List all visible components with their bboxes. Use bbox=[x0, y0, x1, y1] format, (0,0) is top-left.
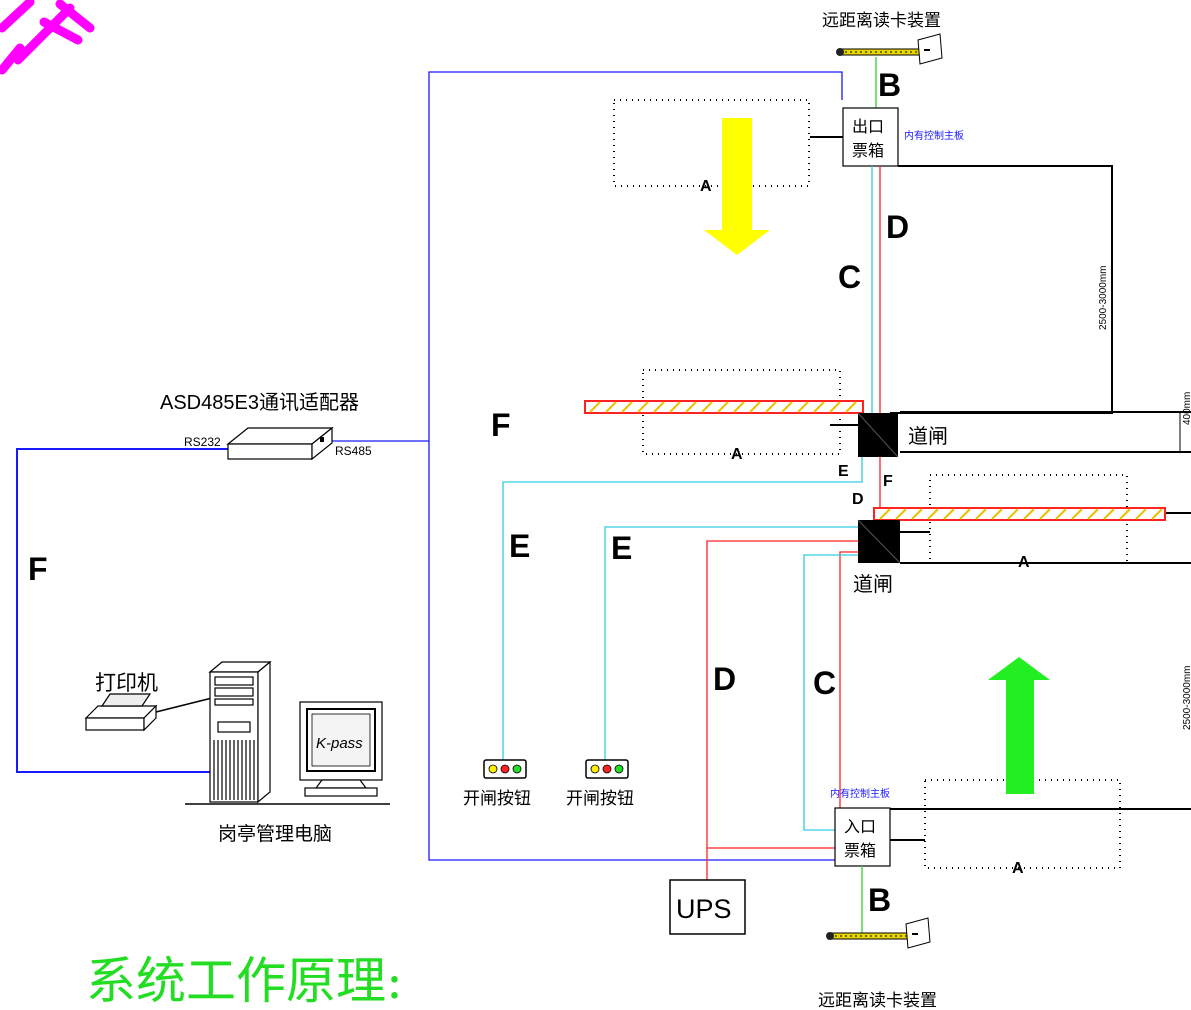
zone-letter-a2: A bbox=[731, 446, 743, 463]
rs232-label: RS232 bbox=[184, 435, 221, 449]
letter-d-small: D bbox=[852, 491, 864, 508]
letter-f-small: F bbox=[883, 473, 893, 490]
gate-button-right-device bbox=[585, 759, 629, 779]
barrier-lower-label: 道闸 bbox=[853, 572, 893, 596]
entry-box-label-2: 票箱 bbox=[844, 841, 876, 860]
barrier-upper-label: 道闸 bbox=[908, 424, 948, 448]
letter-d-lower: D bbox=[713, 661, 736, 697]
pc-tower bbox=[208, 660, 272, 804]
control-board-top-label: 内有控制主板 bbox=[904, 129, 964, 142]
barrier-body-lower bbox=[857, 519, 901, 564]
barrier-arm-upper bbox=[584, 400, 864, 414]
detection-zones bbox=[613, 99, 1128, 869]
monitor-device bbox=[299, 701, 383, 797]
gate-button-left-label: 开闸按钮 bbox=[463, 789, 531, 809]
reader-top bbox=[836, 33, 943, 65]
adapter-device bbox=[226, 426, 334, 461]
letter-f-left: F bbox=[28, 551, 48, 587]
dim-middle-label: 400mm bbox=[1182, 392, 1191, 425]
letter-e-near-barrier: E bbox=[838, 463, 849, 480]
printer-label: 打印机 bbox=[95, 671, 158, 695]
letter-c-lower: C bbox=[813, 665, 836, 701]
letter-e-left: E bbox=[509, 528, 530, 564]
ups-box bbox=[669, 879, 746, 935]
blue-rs485-bus bbox=[332, 71, 843, 861]
control-board-bottom-label: 内有控制主板 bbox=[830, 787, 890, 800]
pc-label: 岗亭管理电脑 bbox=[218, 823, 332, 845]
monitor-brand: K-pass bbox=[316, 735, 363, 752]
letter-d-upper: D bbox=[886, 209, 909, 245]
exit-ticket-box bbox=[842, 107, 899, 167]
rs485-label: RS485 bbox=[335, 444, 372, 458]
dim-lower-label: 2500-3000mm bbox=[1182, 666, 1191, 730]
watermark-fragment bbox=[0, 0, 95, 75]
entry-ticket-box bbox=[834, 807, 891, 867]
yellow-exit-arrow bbox=[704, 118, 770, 255]
exit-box-label-1: 出口 bbox=[852, 117, 884, 136]
footer-title: 系统工作原理: bbox=[86, 952, 403, 1010]
letter-b-bottom: B bbox=[868, 882, 891, 918]
green-entry-arrow bbox=[988, 657, 1050, 794]
dimension-lines bbox=[890, 165, 1191, 841]
letter-f-middle: F bbox=[491, 407, 511, 443]
printer-device bbox=[84, 693, 213, 732]
reader-bottom bbox=[826, 917, 931, 949]
dim-upper-label: 2500-3000mm bbox=[1098, 266, 1109, 330]
exit-box-label-2: 票箱 bbox=[852, 141, 884, 160]
ups-label: UPS bbox=[676, 894, 732, 924]
barrier-body-upper bbox=[830, 412, 899, 458]
gate-button-right-label: 开闸按钮 bbox=[566, 789, 634, 809]
zone-letter-a4: A bbox=[1012, 860, 1024, 877]
zone-letter-a1: A bbox=[700, 178, 712, 195]
red-power-lines bbox=[706, 166, 881, 880]
zone-exit-loop bbox=[613, 99, 810, 187]
cyan-control-lines bbox=[502, 166, 873, 831]
barrier-arm-lower bbox=[873, 507, 1166, 521]
reader-top-label: 远距离读卡装置 bbox=[822, 11, 941, 31]
adapter-label: ASD485E3通讯适配器 bbox=[160, 391, 359, 414]
letter-e-right: E bbox=[611, 530, 632, 566]
letter-c-upper: C bbox=[838, 259, 861, 295]
entry-box-label-1: 入口 bbox=[844, 817, 876, 836]
blue-rs232-line bbox=[16, 448, 228, 773]
gate-button-left-device bbox=[483, 759, 527, 779]
reader-bottom-label: 远距离读卡装置 bbox=[818, 991, 937, 1010]
zone-entry-loop bbox=[924, 779, 1121, 869]
zone-letter-a3: A bbox=[1018, 554, 1030, 571]
letter-b-top: B bbox=[878, 67, 901, 103]
